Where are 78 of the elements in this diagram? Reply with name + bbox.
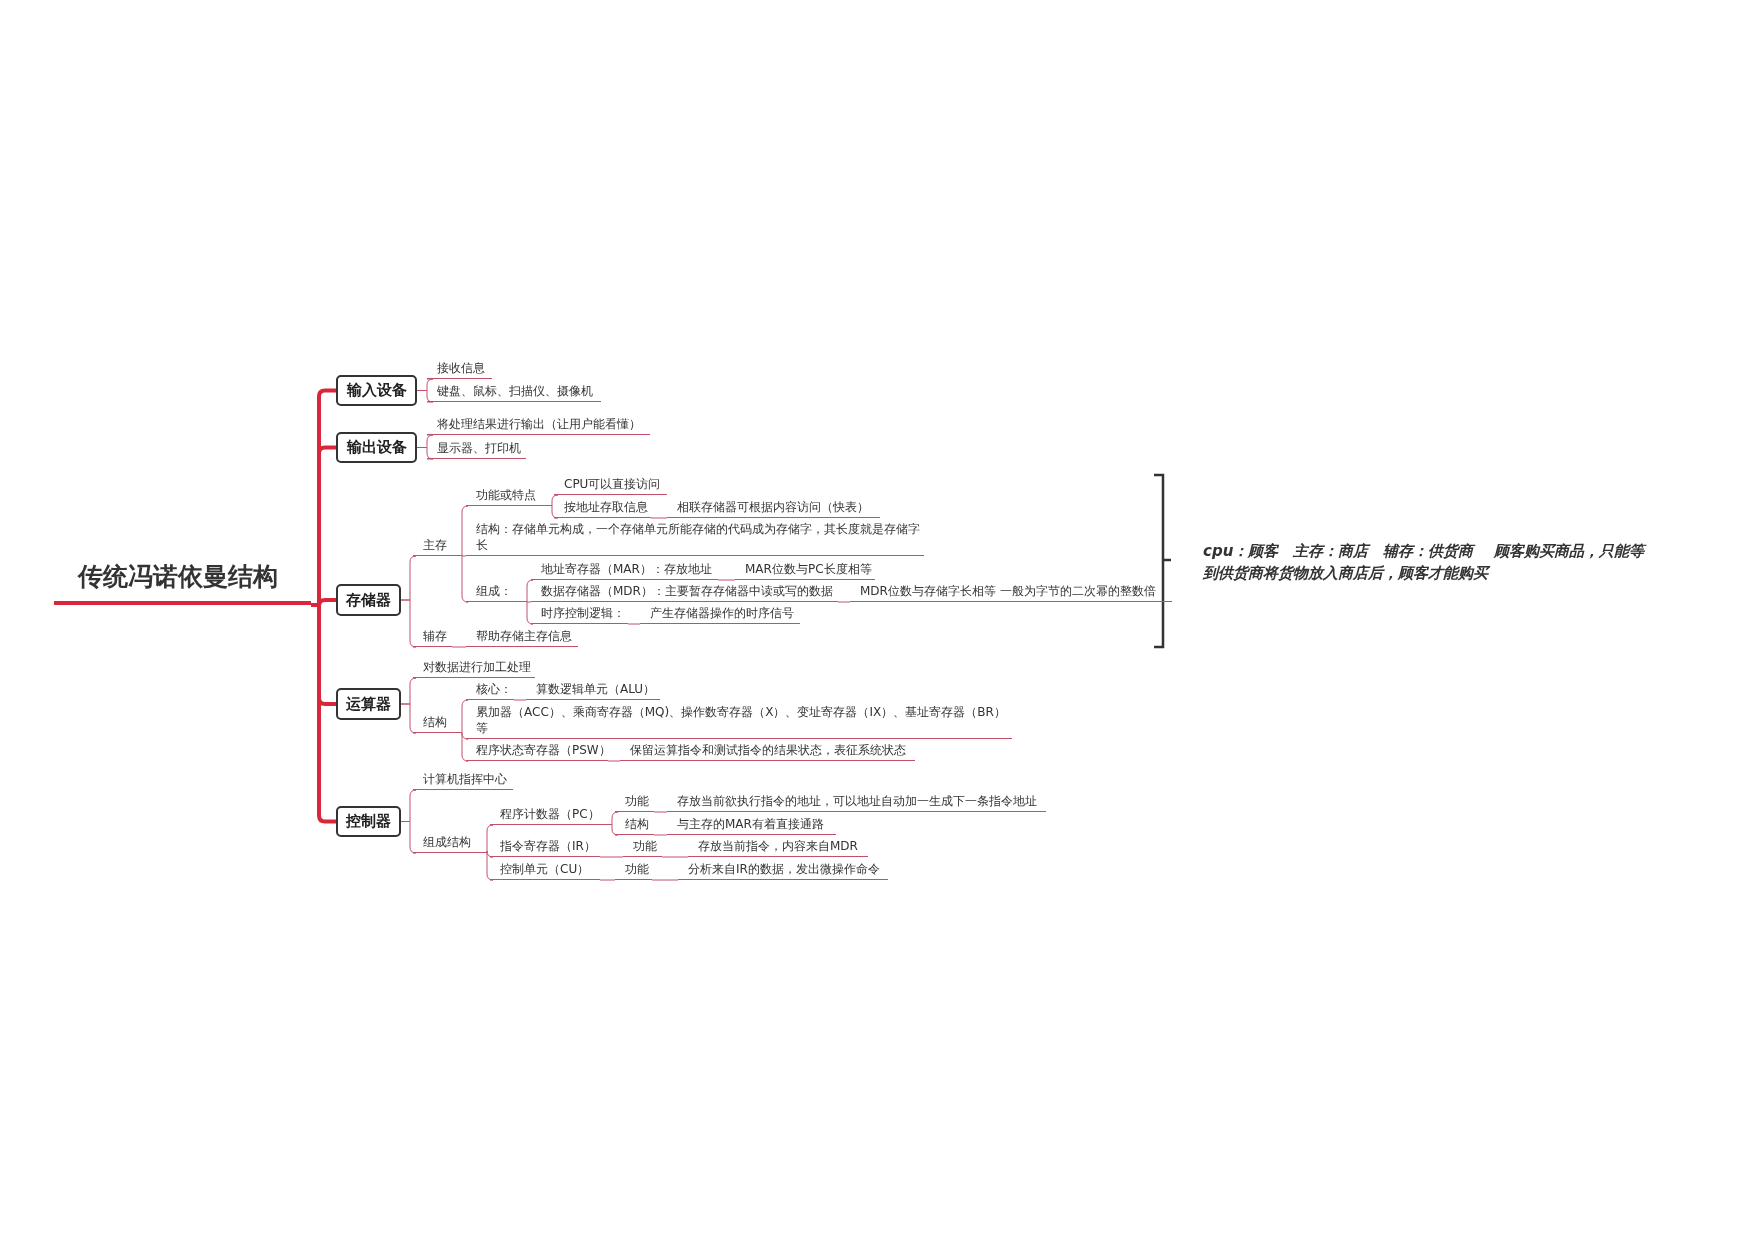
- connector-line: [461, 555, 467, 557]
- topic-label: 算数逻辑单元（ALU）: [526, 681, 660, 700]
- connector-line: [461, 555, 469, 603]
- topic-label: 核心：: [466, 681, 514, 700]
- connector-line: [400, 599, 417, 648]
- topic-label: 相联存储器可根据内容访问（快表）: [667, 499, 880, 518]
- topic-label: 结构: [615, 816, 654, 835]
- topic-label: 程序计数器（PC）: [490, 806, 612, 825]
- connector-line: [653, 811, 668, 813]
- connector-line: [526, 579, 534, 603]
- connector-line: [461, 505, 469, 557]
- topic-label: 组成结构: [413, 834, 487, 853]
- connector-line: [661, 856, 689, 858]
- topic-label: 辅存: [413, 628, 452, 647]
- topic-label: 地址寄存器（MAR）：存放地址: [531, 561, 718, 580]
- central-topic: 传统冯诺依曼结构: [54, 560, 311, 605]
- topic-label: 分析来自IR的数据，发出微操作命令: [678, 861, 888, 880]
- connector-line: [416, 447, 434, 460]
- topic-label: 对数据进行加工处理: [413, 659, 535, 678]
- connector-line: [461, 699, 469, 734]
- connector-line: [526, 601, 532, 603]
- topic-label: 功能: [615, 793, 654, 812]
- topic-label: 保留运算指令和测试指令的结果状态，表征系统状态: [620, 742, 915, 761]
- topic-label: 程序状态寄存器（PSW）: [466, 742, 608, 761]
- topic-label: 存放当前指令，内容来自MDR: [688, 838, 868, 857]
- connector-line: [627, 623, 641, 625]
- topic-label: 显示器、打印机: [427, 440, 526, 459]
- topic-label: 主存: [413, 537, 462, 556]
- connector-line: [486, 824, 494, 854]
- connector-line: [599, 856, 624, 858]
- connector-line: [461, 732, 469, 762]
- connector-line: [611, 824, 619, 836]
- topic-label: 组成：: [466, 583, 527, 602]
- connector-line: [650, 517, 668, 519]
- topic-label: 指令寄存器（IR）: [490, 838, 600, 857]
- branch-box: 控制器: [336, 806, 401, 837]
- connector-line: [551, 494, 559, 507]
- topic-label: 功能或特点: [466, 487, 552, 506]
- connector-line: [451, 646, 467, 648]
- topic-label: 计算机指挥中心: [413, 771, 513, 790]
- connector-line: [607, 760, 621, 762]
- branch-box: 输出设备: [336, 432, 417, 463]
- connector-line: [653, 834, 668, 836]
- topic-label: 接收信息: [427, 360, 492, 379]
- topic-label: 存放当前欲执行指令的地址，可以地址自动加一生成下一条指令地址: [667, 793, 1046, 812]
- connector-line: [551, 505, 559, 519]
- topic-label: 与主存的MAR有着直接通路: [667, 816, 836, 835]
- topic-label: 结构: [413, 714, 462, 733]
- topic-label: 将处理结果进行输出（让用户能看懂）: [427, 416, 650, 435]
- connector-line: [651, 879, 679, 881]
- topic-label: 数据存储器（MDR）：主要暂存存储器中读或写的数据: [531, 583, 838, 602]
- branch-box: 运算器: [336, 688, 401, 720]
- topic-label: MAR位数与PC长度相等: [735, 561, 875, 580]
- connector-line: [416, 390, 434, 403]
- branch-box: 存储器: [336, 584, 401, 616]
- connector-line: [400, 703, 417, 734]
- topic-label: 累加器（ACC）、乘商寄存器（MQ)、操作数寄存器（X）、变址寄存器（IX）、基址寄存器（BR）等: [466, 704, 1012, 739]
- topic-label: 帮助存储主存信息: [466, 628, 578, 647]
- connector-line: [486, 850, 494, 858]
- connector-line: [611, 811, 619, 826]
- connector-line: [526, 601, 534, 625]
- branch-box: 输入设备: [336, 375, 417, 406]
- topic-label: 键盘、鼠标、扫描仪、摄像机: [427, 383, 601, 402]
- connector-line: [513, 699, 527, 701]
- topic-label: 功能: [615, 861, 652, 880]
- topic-label: 功能: [623, 838, 662, 857]
- topic-label: 时序控制逻辑：: [531, 605, 628, 624]
- topic-label: MDR位数与存储字长相等 一般为字节的二次幂的整数倍: [850, 583, 1172, 602]
- connector-line: [837, 601, 851, 603]
- topic-label: 控制单元（CU）: [490, 861, 600, 880]
- connector-line: [599, 879, 616, 881]
- topic-label: 产生存储器操作的时序信号: [640, 605, 800, 624]
- topic-label: 按地址存取信息: [554, 499, 651, 518]
- connector-line: [486, 852, 494, 881]
- connector-line: [717, 579, 736, 581]
- topic-label: CPU可以直接访问: [554, 476, 667, 495]
- note-text: cpu：顾客 主存：商店 辅存：供货商 顾客购买商品，只能等到供货商将货物放入商店后，顾客才能购买: [1203, 540, 1648, 584]
- topic-label: 结构：存储单元构成，一个存储单元所能存储的代码成为存储字，其长度就是存储字长: [466, 521, 924, 556]
